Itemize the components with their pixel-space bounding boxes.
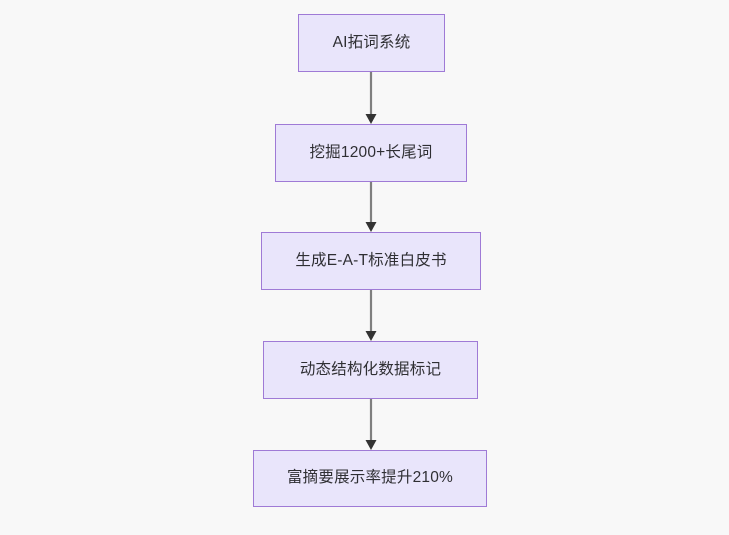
flow-node-mine-longtail-keywords[interactable]: 挖掘1200+长尾词 [275, 124, 467, 182]
edge-node1-to-node2 [363, 72, 379, 124]
edge-node3-to-node4 [363, 290, 379, 341]
edge-node2-to-node3 [363, 182, 379, 232]
flow-node-label: 挖掘1200+长尾词 [309, 143, 433, 161]
flow-node-generate-eat-whitepaper[interactable]: 生成E-A-T标准白皮书 [261, 232, 481, 290]
flow-node-rich-snippet-impression-uplift[interactable]: 富摘要展示率提升210% [253, 450, 487, 507]
flow-node-label: 富摘要展示率提升210% [286, 469, 454, 487]
edge-node4-to-node5 [363, 399, 379, 450]
flow-node-label: AI拓词系统 [332, 33, 411, 51]
flow-node-label: 生成E-A-T标准白皮书 [295, 251, 447, 269]
flow-node-ai-keyword-system[interactable]: AI拓词系统 [298, 14, 445, 72]
flow-node-label: 动态结构化数据标记 [299, 360, 442, 378]
flow-node-dynamic-structured-data-markup[interactable]: 动态结构化数据标记 [263, 341, 478, 399]
